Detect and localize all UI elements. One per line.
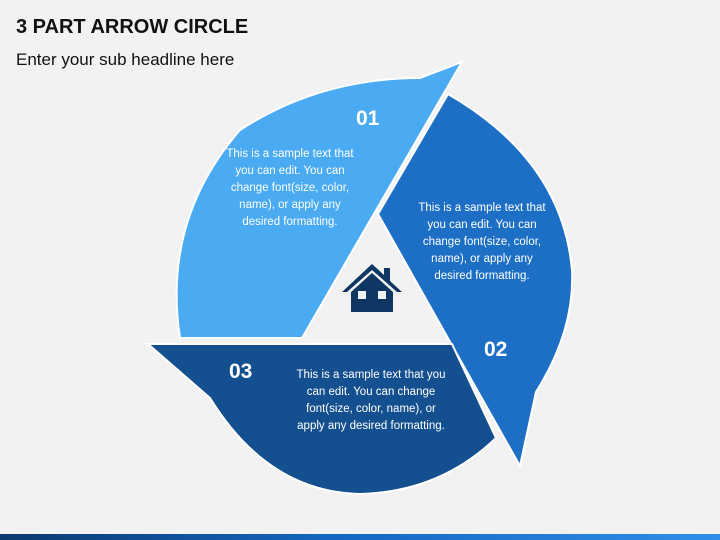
segment-01-arrow — [175, 60, 465, 339]
footer-bar — [0, 534, 720, 540]
segment-01-text: This is a sample text that you can edit.… — [226, 148, 354, 228]
segment-02-number: 02 — [484, 338, 508, 361]
page-subtitle: Enter your sub headline here — [16, 50, 235, 69]
segment-02-text: This is a sample text that you can edit.… — [418, 202, 546, 282]
segment-03-text: This is a sample text that you can edit.… — [296, 369, 446, 432]
segment-03-arrow — [145, 343, 498, 496]
page-title: 3 PART ARROW CIRCLE — [16, 16, 249, 38]
segment-01-number: 01 — [356, 107, 380, 130]
house-icon — [342, 264, 402, 312]
segment-02-arrow — [376, 92, 574, 469]
segment-03-number: 03 — [229, 360, 253, 383]
